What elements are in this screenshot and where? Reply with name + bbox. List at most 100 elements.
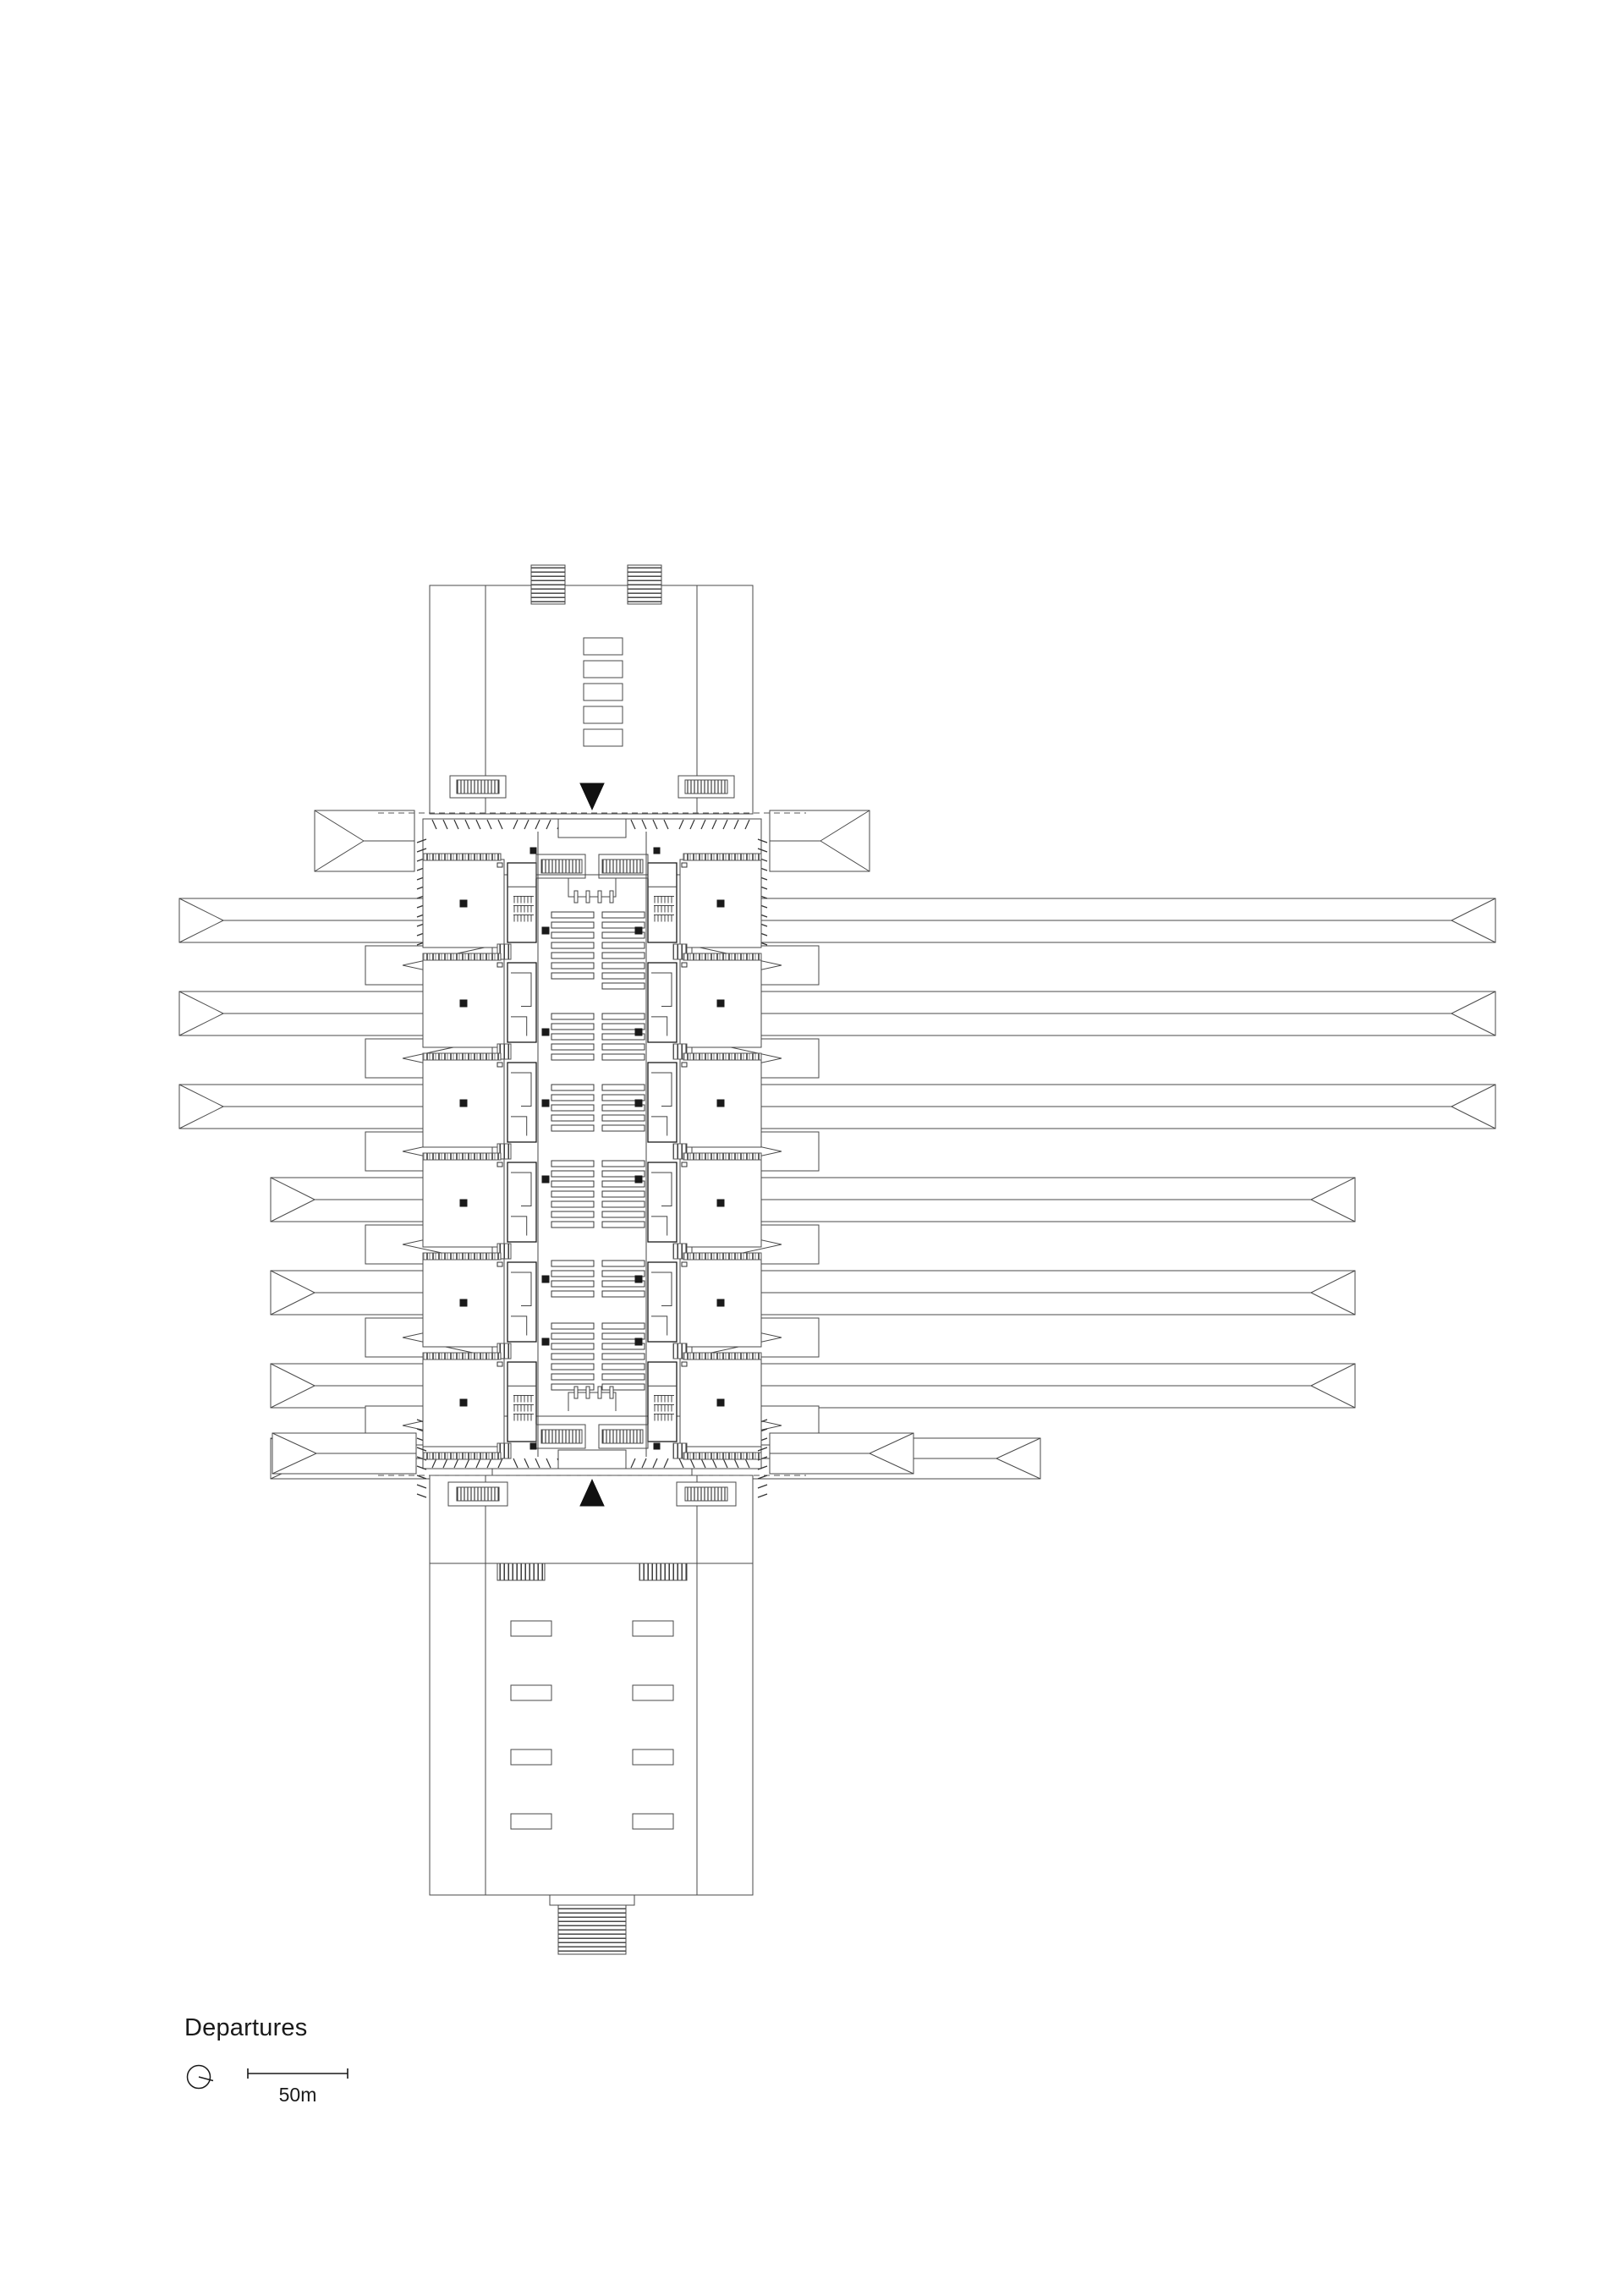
corner-pier-chevron — [820, 810, 870, 842]
structural-column — [529, 847, 537, 854]
seating-bench — [551, 1160, 595, 1167]
seating-bench — [551, 1043, 595, 1051]
facade-fin-south-east — [722, 1458, 728, 1469]
core-partition — [651, 1172, 672, 1206]
facade-fin-south-east — [700, 1458, 706, 1469]
facade-fin-south-west — [524, 1458, 529, 1469]
structural-column — [541, 1175, 550, 1184]
pier-west-chevron-top — [270, 1270, 315, 1294]
facade-fin-north-east — [641, 819, 647, 830]
structural-column — [653, 1442, 661, 1450]
pier-east-chevron-top — [1310, 1363, 1356, 1387]
facade-fin-south-east — [630, 1458, 636, 1469]
seating-bench — [601, 952, 645, 959]
facade-fin-south-west — [464, 1458, 470, 1469]
escalator-bank — [540, 1429, 583, 1444]
core-partition — [651, 1072, 672, 1107]
facade-fin-south-west — [486, 1458, 492, 1469]
structural-column — [716, 1199, 725, 1207]
facade-fin-west — [416, 1493, 427, 1498]
facade-fin-east — [757, 848, 768, 853]
seating-bench — [601, 1084, 645, 1091]
structural-column — [634, 1099, 643, 1107]
seating-bench — [601, 921, 645, 929]
seating-bench — [551, 1270, 595, 1277]
curtain-wall-east — [683, 1052, 762, 1061]
seating-bench — [601, 1023, 645, 1030]
facade-fin-north-west — [475, 819, 481, 830]
pier-west-chevron-top — [178, 991, 224, 1014]
service-core-east — [647, 962, 678, 1043]
pier-east-chevron-top — [1451, 1084, 1496, 1107]
seating-bench — [601, 1353, 645, 1360]
corner-pier-chevron — [272, 1453, 317, 1475]
handrail-post — [597, 1386, 602, 1399]
stair-north-east — [627, 564, 662, 605]
facade-fin-south-west — [546, 1458, 551, 1469]
service-core-west — [507, 1361, 537, 1442]
core-partition — [511, 1216, 528, 1236]
curtain-wall-west — [422, 853, 502, 861]
facade-fin-north-east — [722, 819, 728, 830]
seating-bench — [551, 1221, 595, 1228]
pier-west-chevron-bottom — [270, 1385, 315, 1409]
south-hall-west-wing — [429, 1475, 486, 1896]
facade-fin-north-west — [497, 819, 503, 830]
check-in-island — [583, 637, 623, 656]
structural-column — [634, 1338, 643, 1346]
escalator-enclosure — [598, 854, 649, 879]
core-partition — [651, 1116, 668, 1136]
facade-fin-south-east — [678, 1458, 684, 1469]
seating-bench — [601, 911, 645, 919]
pier-east-chevron-bottom — [1310, 1199, 1356, 1222]
seating-bench — [551, 1023, 595, 1030]
pier-west-chevron-bottom — [270, 1199, 315, 1222]
seating-bench — [601, 1290, 645, 1298]
baggage-reclaim-belt — [632, 1749, 674, 1766]
up-triangle-marker — [579, 1478, 605, 1507]
handrail-post — [585, 1386, 590, 1399]
core-partition — [511, 1272, 532, 1306]
drawing-legend: Departures 50m — [184, 2014, 540, 2106]
door-symbol — [681, 1261, 688, 1267]
structural-column — [541, 1099, 550, 1107]
facade-fin-south-west — [431, 1458, 437, 1469]
facade-fin-north-east — [663, 819, 669, 830]
scale-bar-graphic — [247, 2068, 348, 2079]
seating-bench — [551, 1190, 595, 1198]
south-vestibule-portal — [557, 1449, 627, 1469]
facade-fin-south-east — [652, 1458, 658, 1469]
handrail-post — [573, 1386, 579, 1399]
structural-column — [459, 1299, 468, 1307]
pier-east-chevron-bottom — [1451, 1106, 1496, 1129]
structural-column — [716, 1099, 725, 1107]
seating-bench — [601, 1211, 645, 1218]
structural-column — [716, 899, 725, 908]
seating-bench — [601, 962, 645, 969]
facade-fin-north-west — [513, 819, 518, 830]
escalator-enclosure — [598, 1424, 649, 1449]
curtain-wall-west — [422, 953, 502, 961]
structural-column — [459, 999, 468, 1008]
corner-pier-chevron — [820, 840, 870, 872]
seating-bench — [601, 1114, 645, 1122]
service-core-west — [507, 1261, 537, 1343]
seating-bench — [551, 1124, 595, 1132]
seating-bench — [551, 1104, 595, 1112]
south-hall-bottom-edge — [430, 1894, 753, 1906]
facade-fin-north-west — [431, 819, 437, 830]
facade-fin-north-east — [630, 819, 636, 830]
curtain-wall-west — [422, 1352, 502, 1360]
check-in-island — [583, 660, 623, 678]
seating-bench — [601, 1170, 645, 1178]
seating-bench — [601, 1160, 645, 1167]
seating-bench — [601, 1322, 645, 1330]
spine-balustrade — [568, 878, 617, 898]
seating-bench — [601, 942, 645, 949]
seating-bench — [551, 1373, 595, 1381]
check-in-island — [583, 728, 623, 747]
door-symbol — [497, 1162, 503, 1167]
service-core-west — [507, 1162, 537, 1243]
seating-bench — [601, 1332, 645, 1340]
